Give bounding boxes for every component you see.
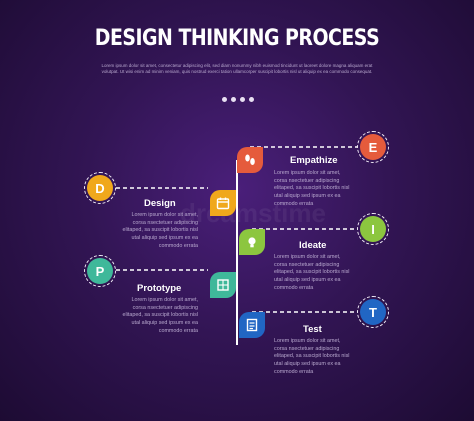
checklist-icon [239, 312, 265, 338]
step-body-empathize: Lorem ipsum dolor sit amet, corsa nsecte… [274, 170, 350, 207]
node-empathize: E [360, 134, 386, 160]
lightbulb-icon [239, 229, 265, 255]
step-body-prototype: Lorem ipsum dolor sit amet, corsa nsecte… [122, 297, 198, 334]
node-ideate: I [360, 216, 386, 242]
dot [231, 97, 236, 102]
node-prototype: P [87, 258, 113, 284]
step-heading-empathize: Empathize [290, 155, 338, 166]
step-body-design: Lorem ipsum dolor sit amet, corsa nsecte… [122, 212, 198, 249]
page-subtitle: Lorem ipsum dolor sit amet, consectetur … [101, 63, 373, 74]
watermark: dreamstime [180, 198, 326, 228]
step-heading-design: Design [144, 198, 176, 209]
dot [222, 97, 227, 102]
calendar-icon [210, 190, 236, 216]
footprints-icon [237, 147, 263, 173]
page-title: DESIGN THINKING PROCESS [94, 26, 380, 51]
step-heading-ideate: Ideate [299, 240, 327, 251]
step-body-ideate: Lorem ipsum dolor sit amet, corsa nsecte… [274, 254, 350, 291]
dot [249, 97, 254, 102]
node-test: T [360, 299, 386, 325]
ring-test [357, 296, 389, 328]
ring-ideate [357, 213, 389, 245]
step-heading-test: Test [303, 324, 322, 335]
blueprint-icon [210, 272, 236, 298]
dot [240, 97, 245, 102]
ring-empathize [357, 131, 389, 163]
ring-design [84, 172, 116, 204]
step-heading-prototype: Prototype [137, 283, 182, 294]
ring-prototype [84, 255, 116, 287]
node-design: D [87, 175, 113, 201]
step-body-test: Lorem ipsum dolor sit amet, corsa nsecte… [274, 338, 350, 375]
pagination-dots [222, 97, 254, 102]
